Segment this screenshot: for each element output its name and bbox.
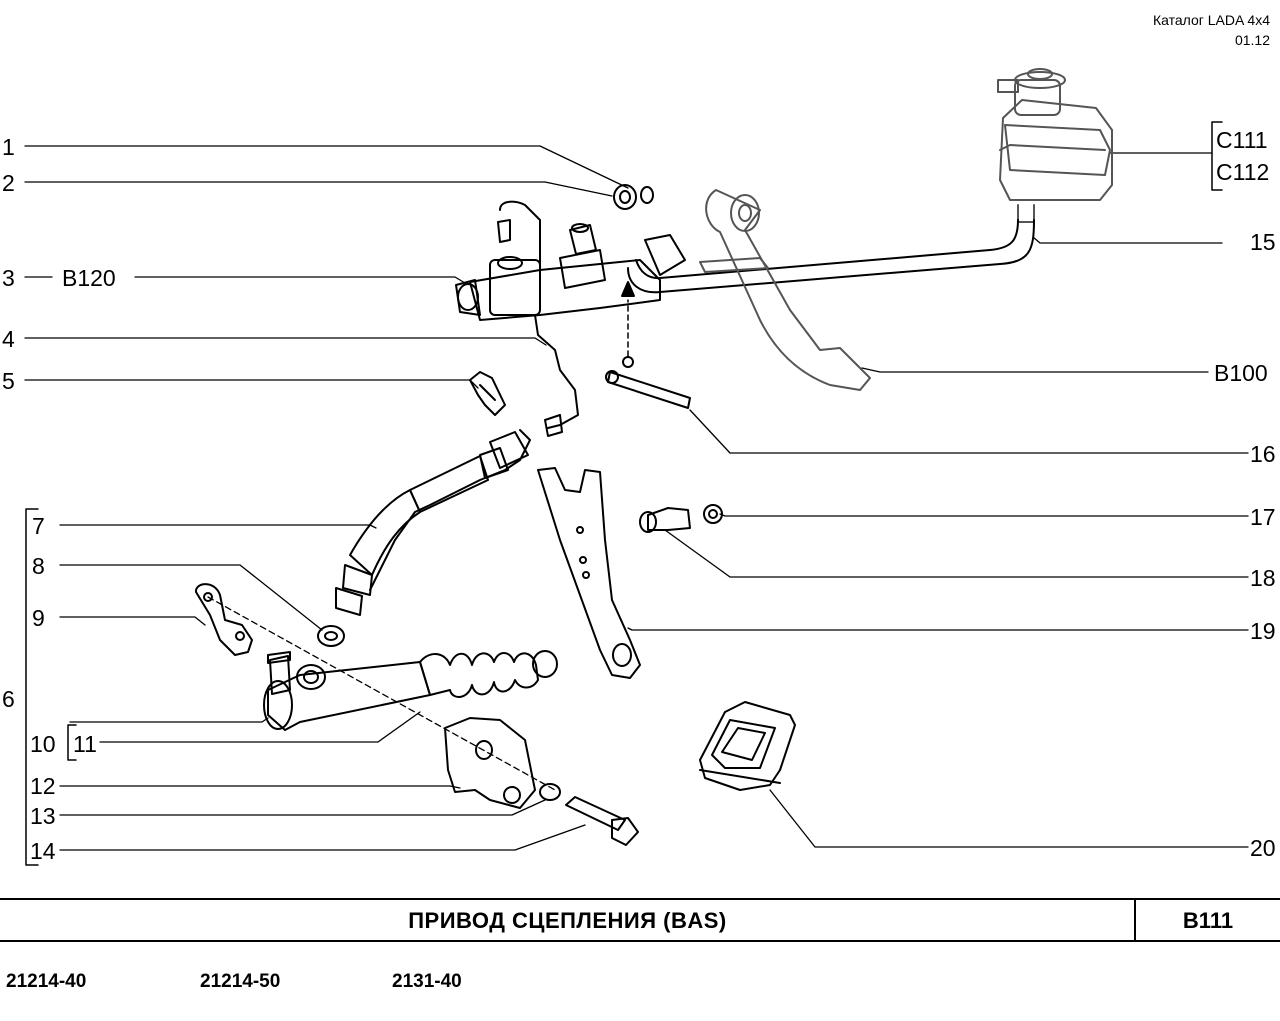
- clutch-pedal: [699, 189, 871, 391]
- callout-14: 14: [30, 838, 56, 864]
- callout-19: 19: [1250, 618, 1276, 644]
- slave-cylinder-bracket: [195, 583, 253, 656]
- callout-15: 15: [1250, 229, 1276, 255]
- spring-washer: [539, 783, 561, 801]
- page-title: ПРИВОД СЦЕПЛЕНИЯ (BAS): [408, 908, 727, 933]
- flexible-hose: [335, 429, 531, 616]
- copper-washer: [317, 625, 345, 647]
- callout-5: 5: [2, 368, 15, 394]
- master-cylinder: [455, 200, 686, 321]
- catalog-date: 01.12: [1234, 32, 1270, 48]
- callout-20: 20: [1250, 835, 1276, 861]
- callout-11: 11: [73, 731, 97, 757]
- nut-and-washer: [613, 184, 654, 210]
- mounting-bolt: [565, 796, 639, 846]
- title-divider: [1134, 900, 1136, 940]
- push-rod: [605, 281, 691, 409]
- fork-pivot: [639, 504, 723, 533]
- title-bar: ПРИВОД СЦЕПЛЕНИЯ (BAS) B111: [0, 898, 1280, 942]
- hose-clip: [469, 371, 506, 416]
- callout-3: 3: [2, 265, 15, 291]
- slave-cylinder: [263, 650, 558, 731]
- hydraulic-pipe: [534, 314, 579, 437]
- model-code: 21214-50: [200, 971, 281, 992]
- cylinder-cover: [444, 717, 536, 809]
- model-code: 21214-40: [6, 971, 87, 992]
- callout-1: 1: [2, 134, 15, 160]
- callout-16: 16: [1250, 441, 1276, 467]
- catalog-title: Каталог LADA 4x4: [1152, 12, 1270, 28]
- callout-c112: C112: [1216, 159, 1270, 185]
- release-fork: [537, 467, 641, 679]
- callout-12: 12: [30, 773, 56, 799]
- callout-10: 10: [30, 731, 56, 757]
- leader-lines: [24, 145, 1249, 851]
- callout-7: 7: [32, 513, 45, 539]
- callout-2: 2: [2, 170, 15, 196]
- callout-9: 9: [32, 605, 45, 631]
- callout-17: 17: [1250, 504, 1276, 530]
- section-code: B111: [1182, 908, 1234, 933]
- callout-18: 18: [1250, 565, 1276, 591]
- callout-13: 13: [30, 803, 56, 829]
- callout-8: 8: [32, 553, 45, 579]
- clutch-drive-diagram: [24, 68, 1249, 866]
- callout-b120: B120: [62, 265, 116, 291]
- reservoir-hose: [627, 219, 1035, 294]
- callout-c111: C111: [1216, 127, 1268, 153]
- callout-4: 4: [2, 326, 15, 352]
- model-code: 2131-40: [392, 971, 462, 992]
- group-brackets: [25, 121, 1223, 866]
- rubber-boot: [699, 701, 796, 791]
- callout-b100: B100: [1214, 360, 1268, 386]
- callout-6: 6: [2, 686, 15, 712]
- fluid-reservoir: [997, 68, 1113, 223]
